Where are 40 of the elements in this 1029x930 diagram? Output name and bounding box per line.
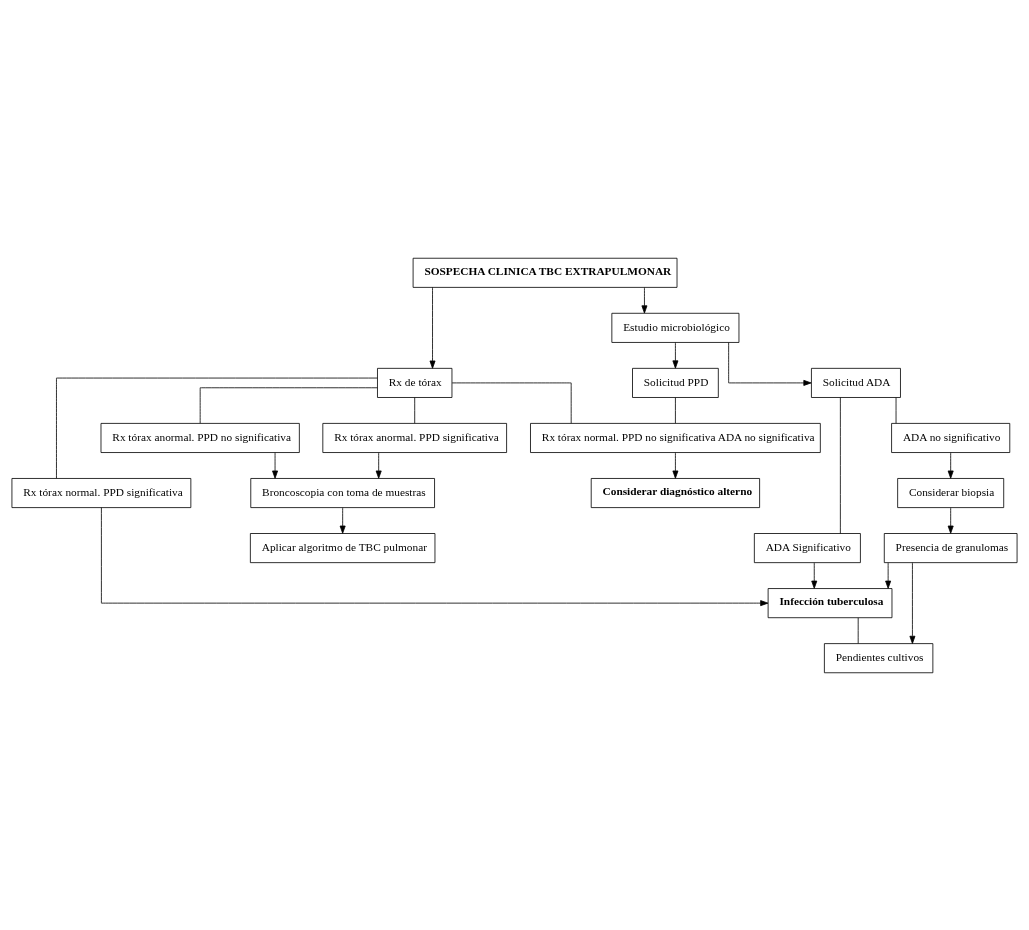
- node-box: Considerar biopsia: [897, 477, 1005, 508]
- node-box: Estudio microbiológico: [611, 312, 740, 343]
- node-box: Solicitud ADA: [811, 367, 901, 398]
- connector: [675, 396, 676, 424]
- arrow: [672, 451, 679, 479]
- node-box: Rx de tórax: [377, 367, 453, 398]
- node-box: Solicitud PPD: [632, 367, 719, 398]
- connector: [199, 386, 378, 424]
- arrow: [885, 561, 892, 589]
- connector: [414, 396, 416, 424]
- connector: [451, 382, 572, 424]
- node-box: ADA Significativo: [753, 532, 861, 563]
- node-box: SOSPECHA CLINICA TBC EXTRAPULMONAR: [412, 257, 678, 288]
- node-box: Broncoscopia con toma de muestras: [250, 477, 435, 508]
- arrow: [947, 506, 954, 534]
- connector: [56, 377, 378, 479]
- node-box: Aplicar algoritmo de TBC pulmonar: [249, 532, 436, 563]
- connector: [857, 617, 859, 644]
- arrow: [641, 286, 648, 313]
- node-box: ADA no significativo: [891, 422, 1011, 453]
- node-box: Rx tórax anormal. PPD no significativa: [100, 422, 300, 453]
- arrow: [429, 286, 436, 369]
- node-box: Rx tórax normal. PPD no significativa ADA no significativa: [530, 422, 821, 453]
- arrow: [947, 451, 954, 479]
- arrow: [375, 451, 382, 479]
- arrow: [909, 561, 916, 644]
- node-box: Rx tórax normal. PPD significativa: [11, 477, 192, 508]
- arrow: [672, 341, 679, 369]
- arrow: [339, 506, 346, 534]
- node-box: Pendientes cultivos: [823, 642, 934, 673]
- node-box: Rx tórax anormal. PPD significativa: [322, 422, 507, 453]
- connector: [839, 396, 841, 534]
- node-box: Considerar diagnóstico alterno: [590, 477, 760, 508]
- node-box: Presencia de granulomas: [883, 532, 1018, 563]
- connector: [895, 396, 897, 424]
- node-box: Infección tuberculosa: [767, 587, 893, 618]
- arrow: [728, 341, 812, 386]
- arrow: [811, 561, 818, 589]
- arrow: [272, 451, 278, 479]
- arrow: [101, 506, 769, 606]
